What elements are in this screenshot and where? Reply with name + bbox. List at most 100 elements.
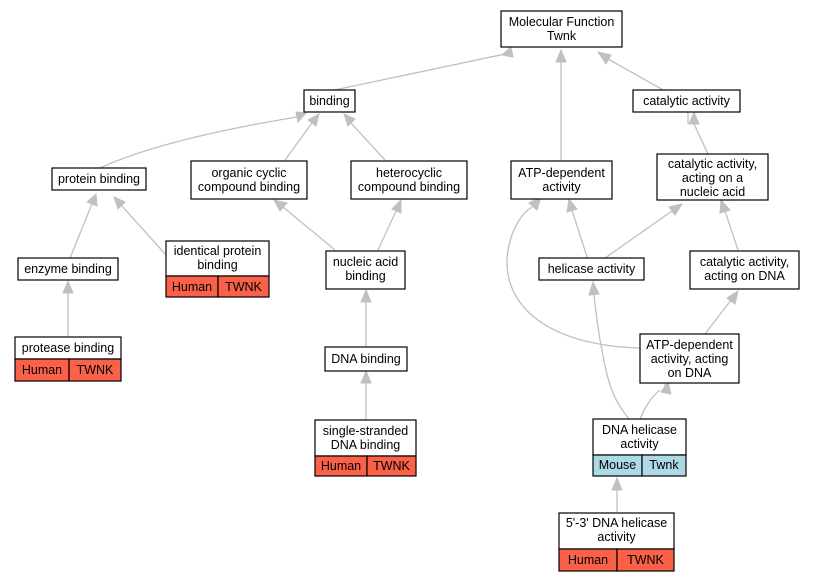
edge-helicase-to-catalytic-nucleic bbox=[604, 210, 673, 259]
node-label-line: single-stranded bbox=[323, 424, 409, 438]
node-atp-dependent-activity[interactable]: ATP-dependent activity bbox=[510, 160, 613, 200]
node-label-line: binding bbox=[309, 94, 349, 108]
arrowhead bbox=[660, 380, 672, 395]
species-label: Human bbox=[22, 363, 62, 377]
node-catalytic-activity[interactable]: catalytic activity bbox=[632, 89, 741, 113]
node-box bbox=[51, 167, 147, 191]
node-label-line: nucleic acid bbox=[333, 255, 398, 269]
edge-organic-cyclic-to-binding bbox=[284, 122, 313, 161]
node-box bbox=[538, 257, 645, 281]
node-box bbox=[350, 160, 468, 200]
node-label-line: DNA binding bbox=[331, 438, 401, 452]
node-label-line: 5'-3' DNA helicase bbox=[566, 516, 667, 530]
arrowhead bbox=[726, 289, 739, 305]
species-label: Mouse bbox=[599, 458, 637, 472]
node-heterocyclic-compound-binding[interactable]: heterocyclic compound binding bbox=[350, 160, 468, 200]
node-label-line: compound binding bbox=[198, 180, 300, 194]
node-label-line: binding bbox=[197, 258, 237, 272]
gene-label: TWNK bbox=[627, 553, 664, 567]
node-label-line: nucleic acid bbox=[680, 185, 745, 199]
gene-label: Twnk bbox=[649, 458, 679, 472]
edge-nucleic-acid-to-heterocyclic bbox=[377, 210, 397, 251]
node-label-line: protein binding bbox=[58, 172, 140, 186]
node-label-line: acting on a bbox=[682, 171, 743, 185]
node-label-line: catalytic activity, bbox=[668, 157, 757, 171]
node-label-line: catalytic activity, bbox=[700, 255, 789, 269]
node-label-line: protease binding bbox=[22, 341, 114, 355]
edge-heterocyclic-to-binding bbox=[350, 122, 386, 161]
node-box bbox=[190, 160, 308, 200]
edge-dna-helicase-to-atp-dna-link bbox=[639, 389, 661, 421]
arrowhead bbox=[528, 196, 542, 211]
node-atp-dependent-activity-dna[interactable]: ATP-dependent activity, acting on DNA bbox=[639, 333, 740, 384]
node-catalytic-activity-nucleic-acid[interactable]: catalytic activity, acting on a nucleic … bbox=[656, 153, 769, 201]
gene-label: TWNK bbox=[225, 280, 262, 294]
node-dna-binding[interactable]: DNA binding bbox=[324, 346, 408, 372]
edge-identical-to-protein-binding bbox=[120, 204, 168, 257]
node-box bbox=[632, 89, 741, 113]
arrowhead bbox=[555, 48, 567, 63]
node-protease-binding[interactable]: protease binding Human TWNK bbox=[14, 336, 122, 382]
arrowhead bbox=[360, 369, 372, 384]
arrowhead bbox=[360, 288, 372, 303]
arrowhead bbox=[307, 113, 320, 127]
node-label-line: ATP-dependent bbox=[646, 338, 733, 352]
node-label-line: enzyme binding bbox=[24, 262, 112, 276]
node-box bbox=[558, 512, 675, 550]
arrowhead bbox=[500, 46, 514, 58]
node-protein-binding[interactable]: protein binding bbox=[51, 167, 147, 191]
edge-enzyme-to-protein-binding bbox=[69, 203, 93, 259]
node-helicase-activity[interactable]: helicase activity bbox=[538, 257, 645, 281]
arrowhead bbox=[588, 280, 600, 296]
node-box bbox=[592, 418, 687, 456]
node-catalytic-activity-dna[interactable]: catalytic activity, acting on DNA bbox=[689, 250, 800, 290]
arrowhead bbox=[295, 111, 308, 124]
arrowhead bbox=[611, 476, 623, 491]
node-dna-helicase-activity[interactable]: DNA helicase activity Mouse Twnk bbox=[592, 418, 687, 477]
arrowhead bbox=[566, 197, 578, 213]
node-single-stranded-dna-binding[interactable]: single-stranded DNA binding Human TWNK bbox=[314, 419, 417, 477]
node-box bbox=[303, 89, 356, 113]
node-label-line: catalytic activity bbox=[643, 94, 731, 108]
node-label-line: heterocyclic bbox=[376, 166, 442, 180]
edges bbox=[62, 46, 739, 512]
arrowhead bbox=[86, 192, 98, 207]
edge-binding-to-molecular-function bbox=[324, 52, 511, 93]
node-nucleic-acid-binding[interactable]: nucleic acid binding bbox=[325, 250, 406, 290]
edge-catalytic-nucleic-to-catalytic bbox=[693, 123, 709, 155]
node-enzyme-binding[interactable]: enzyme binding bbox=[17, 257, 119, 281]
node-label-line: compound binding bbox=[358, 180, 460, 194]
gene-tag bbox=[68, 358, 122, 382]
node-binding[interactable]: binding bbox=[303, 89, 356, 113]
arrowhead bbox=[113, 196, 126, 210]
gene-tag bbox=[366, 455, 417, 477]
node-label-line: DNA helicase bbox=[602, 423, 677, 437]
node-label-line: identical protein bbox=[174, 244, 262, 258]
edge-dna-helicase-to-helicase bbox=[593, 293, 631, 421]
gene-label: TWNK bbox=[77, 363, 114, 377]
node-box bbox=[689, 250, 800, 290]
node-box bbox=[510, 160, 613, 200]
gene-tag bbox=[616, 548, 675, 572]
node-identical-protein-binding[interactable]: identical protein binding Human TWNK bbox=[165, 240, 270, 298]
arrowhead bbox=[273, 199, 288, 212]
node-label-line: Molecular Function bbox=[509, 15, 615, 29]
edge-catalytic-to-molecular-function bbox=[607, 58, 666, 92]
gene-tag bbox=[641, 454, 687, 477]
node-label-line: helicase activity bbox=[548, 262, 636, 276]
species-label: Human bbox=[321, 459, 361, 473]
node-molecular-function[interactable]: Molecular Function Twnk bbox=[500, 10, 623, 48]
edge-atp-dna-to-atp-dependent bbox=[506, 206, 641, 349]
node-box bbox=[17, 257, 119, 281]
node-organic-cyclic-compound-binding[interactable]: organic cyclic compound binding bbox=[190, 160, 308, 200]
node-box bbox=[324, 346, 408, 372]
node-5-3-dna-helicase-activity[interactable]: 5'-3' DNA helicase activity Human TWNK bbox=[558, 512, 675, 572]
node-box bbox=[325, 250, 406, 290]
edge-helicase-to-atp-dependent bbox=[571, 209, 588, 258]
node-box bbox=[656, 153, 769, 201]
gene-tag bbox=[217, 275, 270, 298]
node-label-line: ATP-dependent bbox=[518, 166, 605, 180]
edge-nucleic-acid-to-organic-cyclic bbox=[282, 206, 336, 251]
node-box bbox=[639, 333, 740, 384]
